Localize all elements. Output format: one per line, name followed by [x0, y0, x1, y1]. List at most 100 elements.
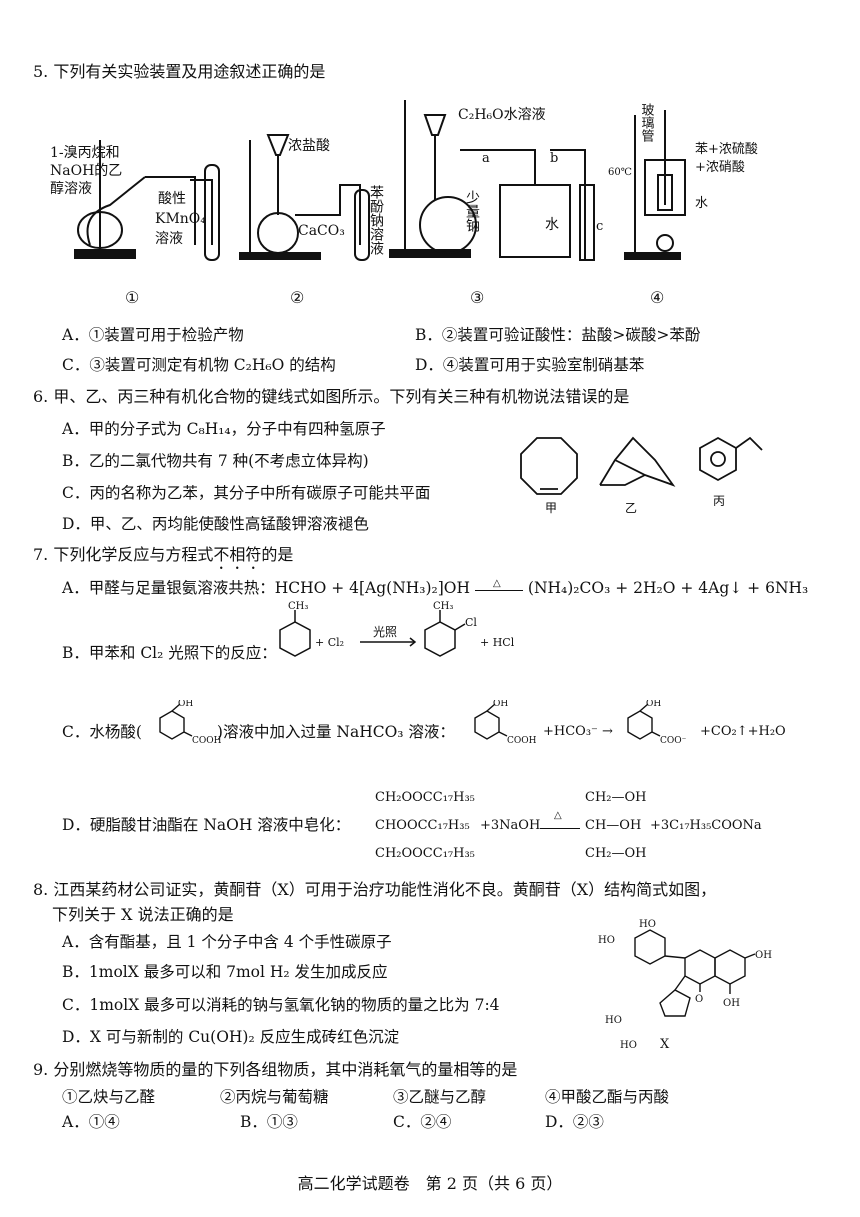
q8-ho-2: HO [639, 919, 656, 930]
circle-2: ② [290, 288, 304, 307]
circle-1: ① [125, 288, 139, 307]
cyclooctene-ring [520, 437, 578, 495]
q7-option-c-label[interactable]: C．水杨酸( )溶液中加入过量 NaHCO₃ 溶液： [62, 722, 455, 742]
q7-c-oh-1: OH [178, 700, 193, 709]
q9-option-a[interactable]: A．①④ [62, 1113, 120, 1131]
circle-3: ③ [470, 288, 484, 307]
label-kmno-c: 溶液 [155, 231, 183, 247]
q5-option-b[interactable]: B．②装置可验证酸性：盐酸>碳酸>苯酚 [415, 326, 701, 344]
q7-d-ester-2: CHOOCC₁₇H₃₅ [375, 818, 470, 833]
q7-c-text: C．水杨酸( [62, 723, 142, 741]
mol-label-jia: 甲 [545, 501, 557, 515]
q7-c-oh-2: OH [493, 700, 508, 709]
label-reagent2: NaOH的乙 [50, 163, 122, 179]
label-temp: 60℃ [608, 167, 632, 178]
q7-stem-pre: 7. 下列化学反应与方程式 [33, 545, 214, 564]
q6-option-c[interactable]: C．丙的名称为乙苯，其分子中所有碳原子可能共平面 [62, 484, 431, 502]
q7-d-gly-1: CH₂—OH [585, 790, 647, 805]
q7-c-cooh-2: COOH [507, 736, 537, 746]
q7-c-hco3: +HCO₃⁻ → [543, 724, 613, 739]
page-footer: 高二化学试题卷 第 2 页（共 6 页） [297, 1174, 563, 1193]
q7-stem-emph: 不相符 [213, 545, 262, 564]
q7-c-products: +CO₂↑+H₂O [700, 724, 786, 739]
q8-ho-4: HO [620, 1040, 637, 1051]
q9-item-2: ②丙烷与葡萄糖 [220, 1088, 329, 1106]
q5-option-d[interactable]: D．④装置可用于实验室制硝基苯 [415, 356, 645, 374]
q7-b-cl: Cl [465, 616, 477, 629]
q7-option-d-label[interactable]: D．硬脂酸甘油酯在 NaOH 溶液中皂化： [62, 816, 351, 834]
q7-d-naoh: +3NaOH [480, 818, 541, 833]
q7-option-b-label[interactable]: B．甲苯和 Cl₂ 光照下的反应： [62, 644, 277, 662]
q7-stem: 7. 下列化学反应与方程式不相符的是 [33, 545, 293, 573]
q7-c-text2: )溶液中加入过量 NaHCO₃ 溶液： [216, 723, 455, 741]
q8-mol-label: X [660, 1037, 670, 1052]
label-caco3: CaCO₃ [298, 223, 345, 239]
q8-ho-3: HO [605, 1015, 622, 1026]
q8-ho-1: HO [598, 935, 615, 946]
q9-item-4: ④甲酸乙酯与丙酸 [545, 1088, 670, 1106]
q7-b-cl2: + Cl₂ [315, 636, 344, 649]
mol-label-bing: 丙 [713, 494, 725, 508]
q7-c-cooh-1: COOH [192, 736, 222, 746]
label-reagent3: 醇溶液 [50, 180, 92, 197]
q7-a-condition: △ [492, 577, 501, 589]
circle-4: ④ [650, 288, 664, 307]
q7-b-hcl: + HCl [480, 636, 515, 649]
q9-option-b[interactable]: B．①③ [240, 1113, 298, 1131]
label-water2: 水 [695, 196, 708, 211]
q5-option-c[interactable]: C．③装置可测定有机物 C₂H₆O 的结构 [62, 356, 336, 374]
q7-a-products: (NH₄)₂CO₃ + 2H₂O + 4Ag↓ + 6NH₃ [527, 579, 809, 597]
q8-o-ketone: O [695, 994, 703, 1005]
q8-stem-1: 8. 江西某药材公司证实，黄酮苷（X）可用于治疗功能性消化不良。黄酮苷（X）结构… [33, 880, 717, 899]
label-c: c [596, 219, 603, 234]
apparatus-4 [624, 110, 686, 260]
q8-option-c[interactable]: C．1molX 最多可以消耗的钠与氢氧化钠的物质的量之比为 7:4 [62, 996, 500, 1014]
label-water: 水 [545, 217, 559, 233]
q8-option-b[interactable]: B．1molX 最多可以和 7mol H₂ 发生加成反应 [62, 963, 388, 981]
q6-option-b[interactable]: B．乙的二氯代物共有 7 种(不考虑立体异构) [62, 452, 369, 470]
apparatus-3 [389, 100, 595, 261]
label-kmno-a: 酸性 [158, 191, 186, 207]
q7-b-reaction: CH₃ + Cl₂ 光照 CH₃ Cl + HCl [279, 601, 515, 657]
label-a: a [482, 151, 490, 166]
q7-c-coo: COO⁻ [660, 736, 687, 746]
q6-stem: 6. 甲、乙、丙三种有机化合物的键线式如图所示。下列有关三种有机物说法错误的是 [33, 387, 630, 406]
label-mix2: +浓硝酸 [695, 160, 745, 175]
q7-d-condition: △ [554, 810, 562, 821]
q9-item-3: ③乙醚与乙醇 [393, 1088, 487, 1106]
q9-stem: 9. 分别燃烧等物质的量的下列各组物质，其中消耗氧气的量相等的是 [33, 1060, 518, 1079]
apparatus-2 [239, 134, 370, 261]
q5-stem: 5. 下列有关实验装置及用途叙述正确的是 [33, 62, 326, 81]
q6-option-a[interactable]: A．甲的分子式为 C₈H₁₄，分子中有四种氢原子 [62, 420, 386, 438]
q7-a-reactants: A．甲醛与足量银氨溶液共热：HCHO + 4[Ag(NH₃)₂]OH [62, 579, 471, 597]
q7-a-arrow: △ [474, 578, 523, 591]
q9-option-c[interactable]: C．②④ [393, 1113, 452, 1131]
q7-d-ester-1: CH₂OOCC₁₇H₃₅ [375, 790, 475, 805]
norbornane [599, 436, 676, 487]
q7-option-a[interactable]: A．甲醛与足量银氨溶液共热：HCHO + 4[Ag(NH₃)₂]OH △ (NH… [62, 578, 808, 598]
q5-option-a[interactable]: A．①装置可用于检验产物 [62, 326, 244, 344]
q7-d-ester-3: CH₂OOCC₁₇H₃₅ [375, 846, 475, 861]
q7-c-reaction: OH COOH OH COOH +HCO₃⁻ → OH COO⁻ +CO₂↑+H… [159, 700, 786, 746]
q5-apparatus-figure: 1-溴丙烷和 NaOH的乙 醇溶液 酸性 KMnO₄ 溶液 浓盐酸 CaCO₃ … [50, 100, 758, 307]
mol-label-yi: 乙 [625, 501, 637, 515]
q9-item-1: ①乙炔与乙醛 [62, 1088, 156, 1106]
label-ethanol-sol: C₂H₆O水溶液 [458, 107, 546, 123]
label-sodium: 少量钠 [464, 190, 480, 233]
label-glass: 玻璃管 [639, 103, 655, 143]
q8-option-a[interactable]: A．含有酯基，且 1 个分子中含 4 个手性碳原子 [62, 933, 392, 951]
q7-d-gly-3: CH₂—OH [585, 846, 647, 861]
q8-option-d[interactable]: D．X 可与新制的 Cu(OH)₂ 反应生成砖红色沉淀 [62, 1028, 400, 1046]
q9-option-d[interactable]: D．②③ [545, 1113, 604, 1131]
label-kmno-b: KMnO₄ [155, 211, 206, 227]
label-phenol-sodium: 苯酚钠溶液 [368, 184, 384, 255]
q6-option-d[interactable]: D．甲、乙、丙均能使酸性高锰酸钾溶液褪色 [62, 515, 369, 533]
q7-stem-post: 的是 [261, 545, 294, 564]
q7-d-products: +3C₁₇H₃₅COONa [650, 818, 762, 833]
label-mix1: 苯+浓硫酸 [695, 142, 758, 157]
q7-d-gly-2: CH—OH [585, 818, 642, 833]
benzene-ring [699, 436, 737, 482]
q7-b-condition: 光照 [373, 625, 397, 639]
label-b: b [550, 151, 558, 166]
q8-oh-2: OH [723, 998, 740, 1009]
